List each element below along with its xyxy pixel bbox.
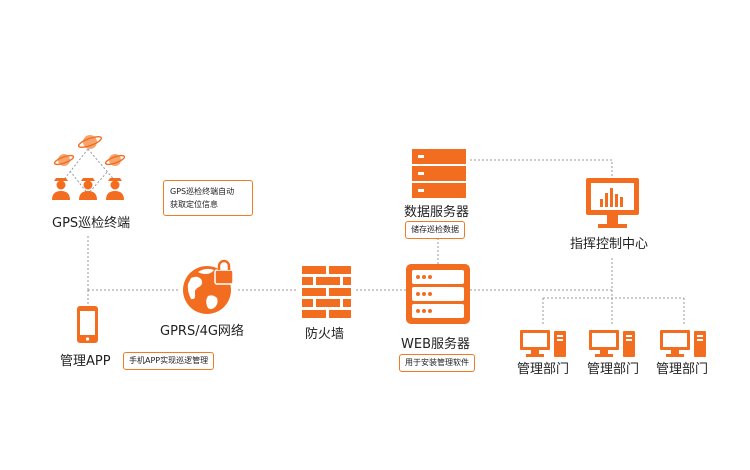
mobile-phone-icon	[77, 306, 98, 343]
connector-center-to-depts	[542, 290, 685, 326]
gps-terminal-label: GPS巡检终端	[52, 216, 131, 231]
mobile-app-label: 管理APP	[60, 354, 111, 369]
department-label: 管理部门	[587, 362, 640, 377]
command-center-label: 指挥控制中心	[570, 237, 649, 252]
server-icon	[412, 149, 466, 198]
department-label: 管理部门	[517, 362, 570, 377]
department-label: 管理部门	[656, 362, 709, 377]
connector-web-to-center	[470, 256, 613, 291]
globe-lock-icon	[183, 259, 234, 314]
connector-data-to-center	[470, 159, 613, 176]
data-server-note: 储存巡检数据	[405, 221, 465, 239]
monitor-chart-icon	[586, 178, 639, 228]
firewall-label: 防火墙	[305, 327, 345, 342]
gps-terminal-note-line-2: 获取定位信息	[170, 200, 218, 209]
web-server-note: 用于安装管理软件	[399, 354, 475, 372]
gps-terminal-note-line-1: GPS巡检终端自动	[170, 187, 235, 196]
brick-wall-icon	[302, 266, 351, 318]
server-rack-icon	[406, 264, 470, 324]
connector-lines	[87, 159, 685, 326]
data-server-label: 数据服务器	[404, 205, 470, 220]
gps-terminal-note: GPS巡检终端自动 获取定位信息	[163, 180, 253, 216]
network-label: GPRS/4G网络	[160, 324, 244, 339]
mobile-app-note: 手机APP实现巡逻管理	[123, 352, 215, 370]
desktop-computer-icon	[589, 330, 635, 357]
desktop-computer-icon	[520, 330, 566, 357]
patrol-guards-icon	[52, 135, 126, 200]
desktop-computer-icon	[660, 330, 706, 357]
web-server-label: WEB服务器	[401, 337, 470, 352]
